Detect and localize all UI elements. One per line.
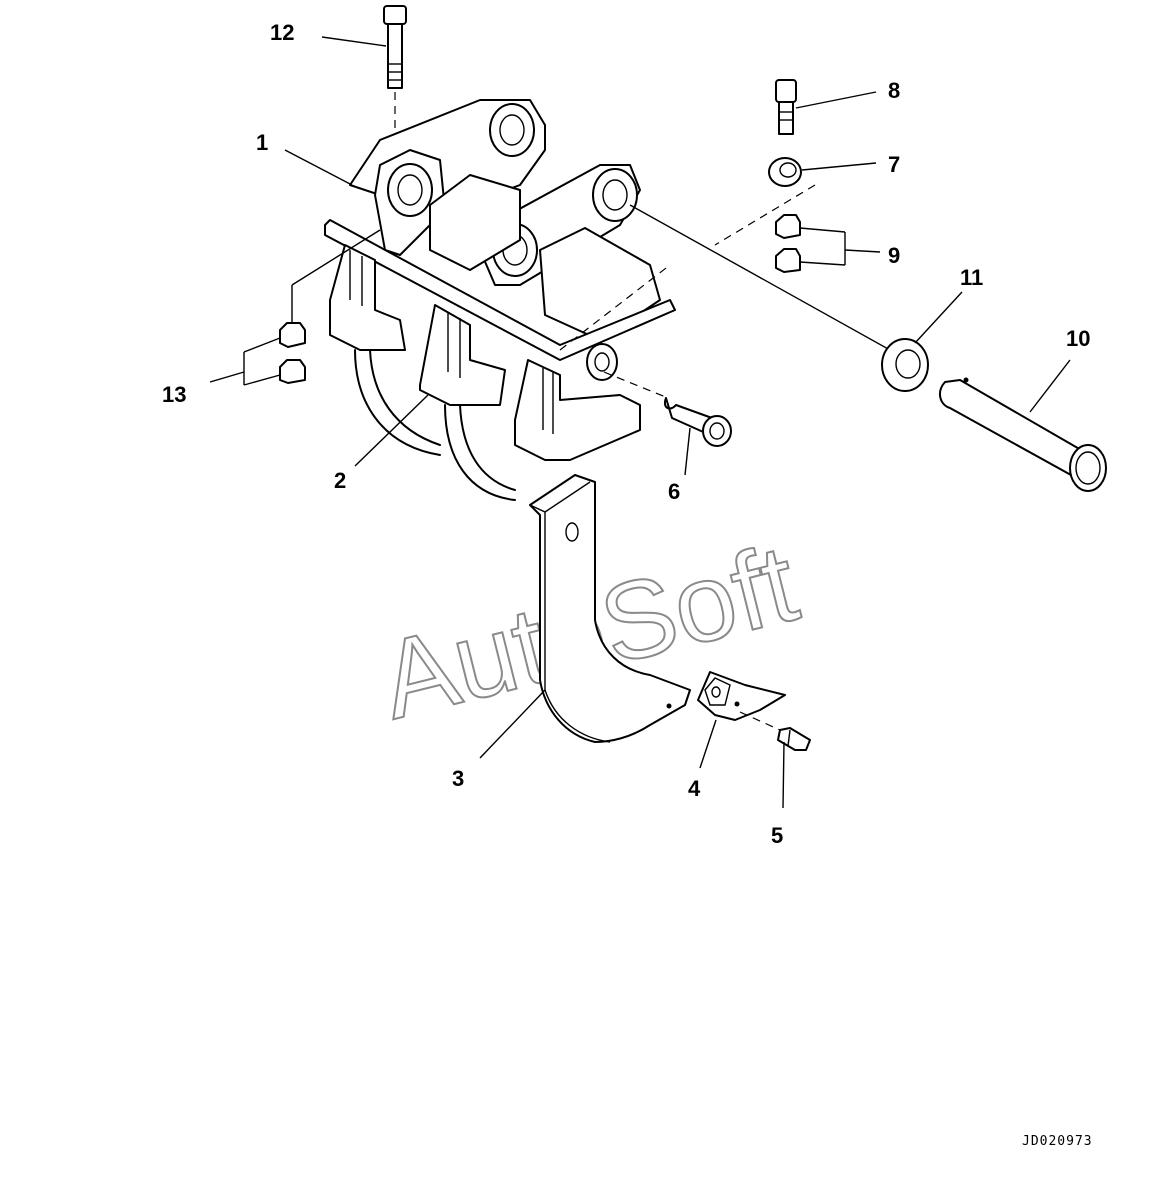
nut-pair-left-part <box>279 229 381 384</box>
callout-10: 10 <box>1066 326 1090 351</box>
callout-1: 1 <box>256 130 268 155</box>
ripper-shank-part <box>529 474 691 743</box>
callout-4: 4 <box>688 776 701 801</box>
drawing-code: JD020973 <box>1022 1134 1093 1149</box>
bolt-short-part <box>775 79 797 135</box>
spacer-ring-part <box>629 204 929 392</box>
callout-7: 7 <box>888 152 900 177</box>
callout-3: 3 <box>452 766 464 791</box>
callout-12: 12 <box>270 20 294 45</box>
tip-pin-part <box>739 711 811 751</box>
callout-6: 6 <box>668 479 680 504</box>
long-pin-part <box>938 377 1107 492</box>
leader-lines <box>209 36 1071 809</box>
callout-8: 8 <box>888 78 900 103</box>
nut-pair-part <box>775 214 801 273</box>
callout-13: 13 <box>162 382 186 407</box>
callout-11: 11 <box>960 265 983 290</box>
ripper-tip-part <box>697 671 786 721</box>
ripper-frame-part <box>324 99 676 461</box>
callout-5: 5 <box>771 823 783 848</box>
callout-9: 9 <box>888 243 900 268</box>
pivot-pin-part <box>603 371 732 447</box>
shank-curve-part <box>354 349 516 501</box>
spring-washer-part <box>714 157 816 246</box>
callout-2: 2 <box>334 468 346 493</box>
